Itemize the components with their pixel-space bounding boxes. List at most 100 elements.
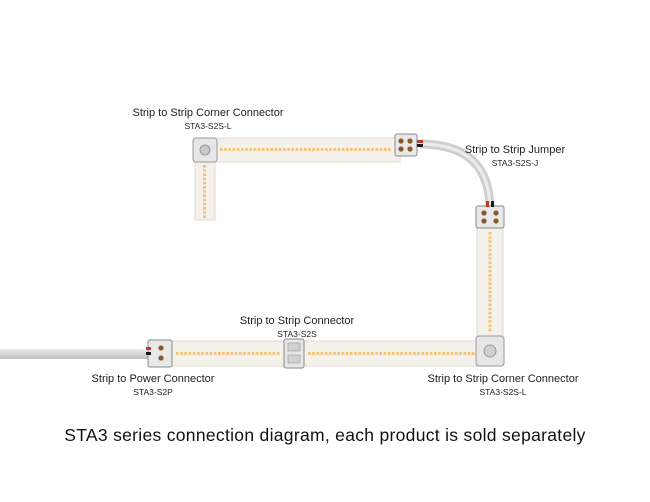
led-chip bbox=[184, 352, 187, 355]
led-chip bbox=[329, 352, 332, 355]
power-cable bbox=[0, 349, 150, 359]
led-chip bbox=[358, 352, 361, 355]
led-chip bbox=[257, 148, 261, 151]
led-chip bbox=[337, 148, 341, 151]
led-chip bbox=[488, 244, 492, 248]
led-chip bbox=[304, 148, 307, 151]
led-chip bbox=[488, 278, 492, 281]
led-chip bbox=[218, 352, 221, 355]
led-chip bbox=[316, 148, 320, 151]
led-chip bbox=[325, 148, 328, 151]
led-chip bbox=[232, 148, 236, 151]
led-chip bbox=[274, 148, 278, 151]
led-chip bbox=[251, 352, 255, 355]
led-chip bbox=[203, 215, 206, 218]
led-chip bbox=[459, 352, 462, 355]
led-chip bbox=[366, 352, 370, 355]
led-chip bbox=[222, 352, 225, 355]
led-chip bbox=[434, 352, 437, 355]
led-chip bbox=[362, 352, 366, 355]
label-strip-to-strip: Strip to Strip Connector STA3-S2S bbox=[222, 315, 372, 339]
led-chip bbox=[333, 148, 336, 151]
led-chip bbox=[388, 148, 391, 151]
led-chip bbox=[438, 352, 441, 355]
led-chip bbox=[203, 169, 206, 172]
label-code: STA3-S2P bbox=[133, 387, 173, 397]
led-chip bbox=[201, 352, 204, 355]
led-chip bbox=[488, 261, 492, 264]
led-chip bbox=[272, 352, 276, 355]
led-chip bbox=[358, 148, 362, 151]
led-chip bbox=[488, 253, 492, 256]
led-chip bbox=[354, 352, 357, 355]
led-chip bbox=[239, 352, 242, 355]
led-chip bbox=[278, 148, 282, 151]
led-chip bbox=[203, 173, 206, 176]
led-chip bbox=[455, 352, 458, 355]
led-chip bbox=[203, 177, 206, 181]
corner-connector-bottom bbox=[475, 335, 505, 367]
led-chip bbox=[346, 148, 349, 151]
led-chip bbox=[243, 352, 246, 355]
led-chip bbox=[471, 352, 475, 355]
led-chip bbox=[341, 148, 345, 151]
led-chip bbox=[488, 299, 492, 302]
led-chip bbox=[488, 274, 492, 277]
led-chip bbox=[488, 320, 492, 323]
led-chip bbox=[329, 148, 332, 151]
led-chip bbox=[450, 352, 454, 355]
led-chip bbox=[488, 303, 492, 306]
led-chip bbox=[488, 324, 492, 327]
led-chip bbox=[350, 352, 353, 355]
led-chip bbox=[350, 148, 353, 151]
led-chip bbox=[247, 352, 250, 355]
strip-bottom-left bbox=[169, 340, 291, 367]
led-chip bbox=[488, 240, 492, 243]
label-code: STA3-S2S-J bbox=[491, 158, 539, 168]
led-chip bbox=[488, 248, 492, 252]
led-chip bbox=[488, 290, 492, 294]
led-chip bbox=[312, 352, 315, 355]
led-chip bbox=[245, 148, 248, 151]
label-name: Strip to Strip Corner Connector bbox=[132, 107, 284, 119]
led-chip bbox=[488, 328, 492, 332]
led-chip bbox=[400, 352, 403, 355]
led-chip bbox=[228, 148, 231, 151]
label-jumper: Strip to Strip Jumper STA3-S2S-J bbox=[445, 144, 585, 168]
corner-connector-top bbox=[192, 137, 218, 163]
label-power-connector: Strip to Power Connector STA3-S2P bbox=[80, 373, 226, 397]
label-code: STA3-S2S bbox=[277, 329, 317, 339]
label-name: Strip to Strip Jumper bbox=[464, 144, 566, 156]
led-chip bbox=[463, 352, 466, 355]
led-chip bbox=[287, 148, 290, 151]
led-chip bbox=[379, 148, 383, 151]
led-chip bbox=[205, 352, 208, 355]
led-chip bbox=[264, 352, 267, 355]
led-chip bbox=[236, 148, 240, 151]
led-chip bbox=[333, 352, 336, 355]
led-chip bbox=[320, 148, 324, 151]
led-chip bbox=[425, 352, 429, 355]
led-chip bbox=[203, 165, 206, 168]
led-chip bbox=[324, 352, 328, 355]
led-chip bbox=[320, 352, 324, 355]
label-name: Strip to Strip Connector bbox=[239, 315, 355, 327]
led-chip bbox=[176, 352, 179, 355]
led-chip bbox=[213, 352, 217, 355]
led-chip bbox=[276, 352, 280, 355]
led-chip bbox=[383, 352, 387, 355]
led-chip bbox=[488, 286, 492, 290]
led-chip bbox=[241, 148, 244, 151]
led-chip bbox=[197, 352, 200, 355]
led-chip bbox=[203, 190, 206, 193]
led-chip bbox=[467, 352, 471, 355]
led-chip bbox=[234, 352, 238, 355]
diagram-caption: STA3 series connection diagram, each pro… bbox=[64, 425, 586, 445]
led-chip bbox=[488, 232, 492, 235]
led-chip bbox=[488, 282, 492, 285]
led-chip bbox=[341, 352, 345, 355]
led-chip bbox=[203, 186, 206, 189]
led-chip bbox=[488, 316, 492, 319]
led-chip bbox=[224, 148, 227, 151]
led-chip bbox=[371, 148, 374, 151]
